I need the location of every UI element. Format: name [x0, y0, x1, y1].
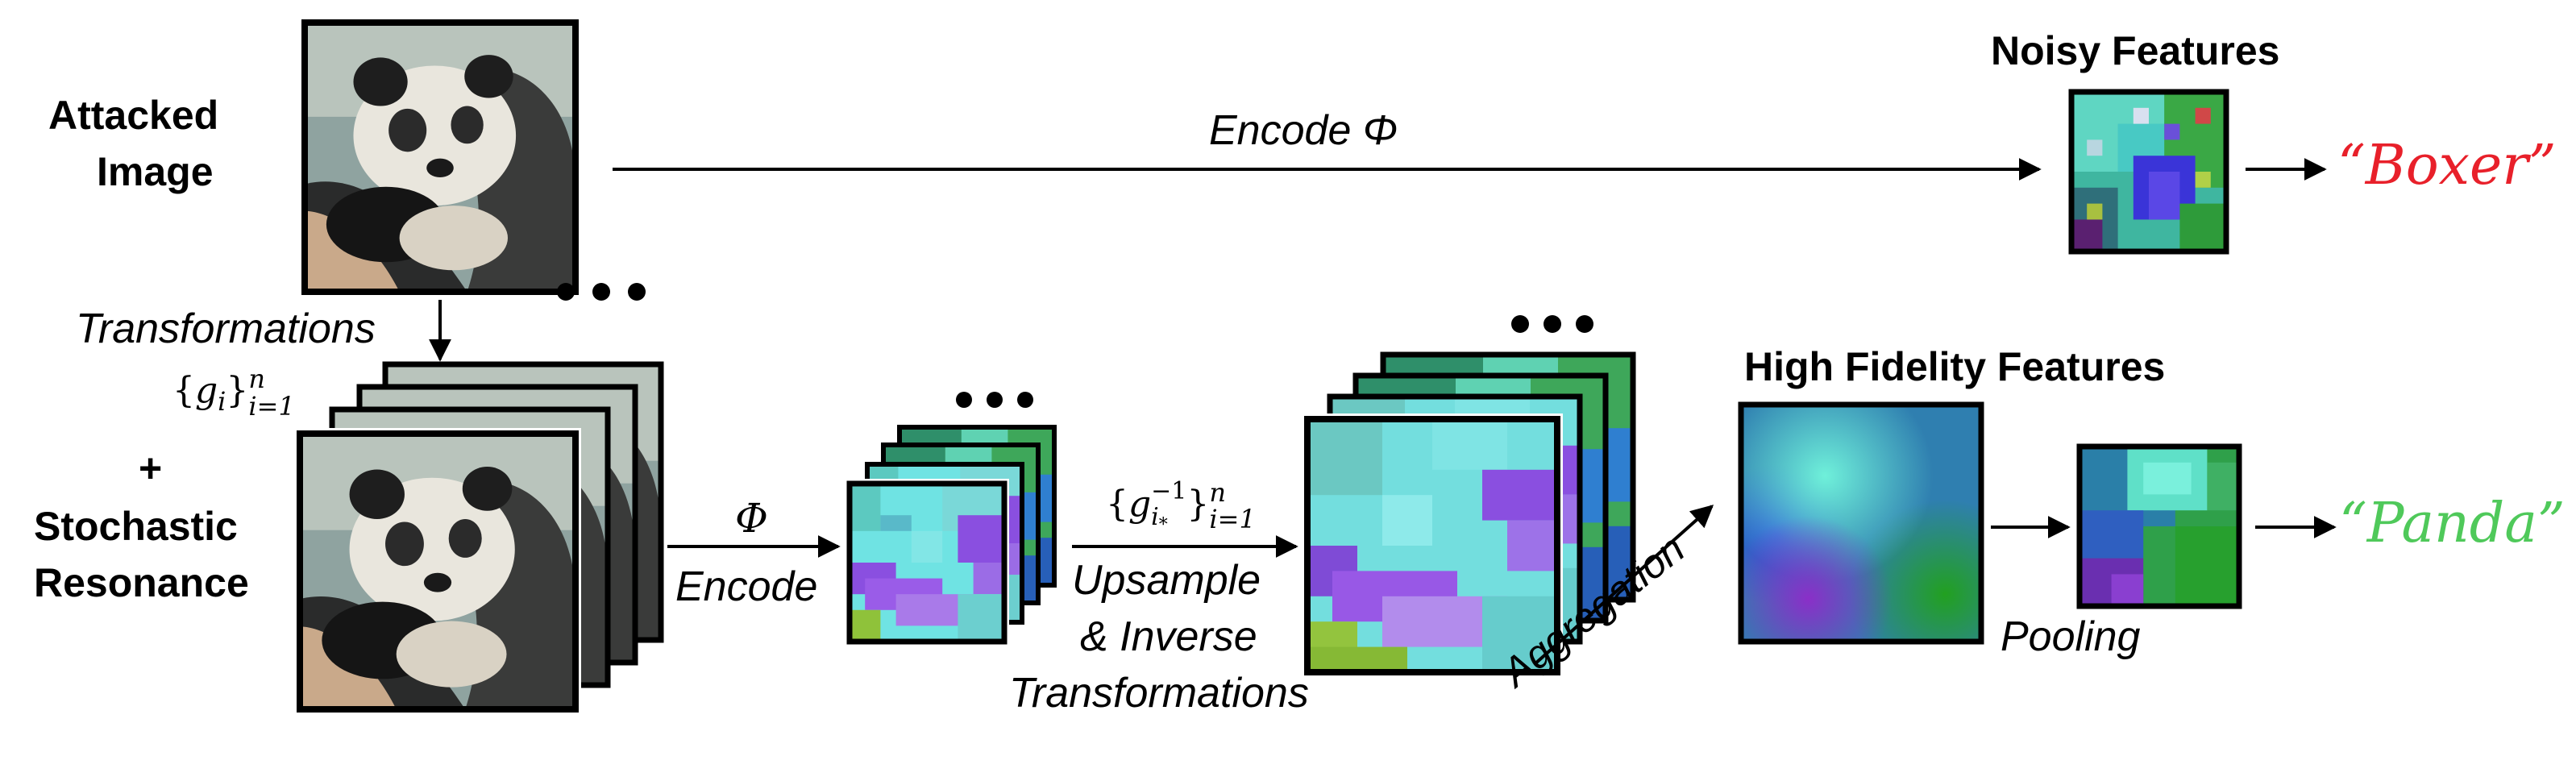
transformed-image-stack [300, 364, 661, 709]
high-fidelity-features-map [1741, 405, 1981, 642]
pooling-label: Pooling [2001, 616, 2140, 658]
ellipsis-upsampled [1511, 315, 1593, 333]
resonance-label: Resonance [34, 563, 249, 603]
inverse-label: & Inverse [1080, 616, 1257, 658]
encoded-feature-front [850, 484, 1004, 642]
encode-label: Encode [675, 566, 817, 608]
g-inv-star: * [1159, 515, 1168, 535]
transformations-label: Transformations [76, 308, 376, 350]
noisy-features-title: Noisy Features [1991, 31, 2279, 71]
phi-label: Φ [735, 498, 768, 538]
ellipsis-attacked [557, 283, 646, 301]
g-inv-sup: −1 [1151, 479, 1186, 505]
stack-image-front [300, 434, 575, 709]
attacked-label-line1: Attacked [48, 95, 218, 135]
upsample-label: Upsample [1072, 559, 1261, 601]
g-inv-close-brace: } [1186, 484, 1209, 525]
g-inv-sup-n: n [1209, 480, 1255, 507]
g-set-var: g [195, 370, 218, 411]
panda-label: “Panda” [2339, 497, 2566, 551]
g-inv-var: g [1128, 484, 1151, 525]
noisy-features-map [2071, 92, 2226, 251]
g-inv-range: i=1 [1209, 506, 1255, 534]
transformations-inverse-label: Transformations [1009, 672, 1309, 714]
g-inv-open-brace: { [1106, 484, 1128, 525]
g-set-sup: n [248, 366, 294, 393]
g-set-sub: i [218, 386, 226, 417]
g-inv-sub: i [1151, 503, 1159, 531]
encoded-feature-stack [850, 427, 1054, 642]
boxer-label: “Boxer” [2337, 139, 2557, 193]
g-set-range: i=1 [248, 393, 294, 421]
pooled-features-map [2079, 447, 2239, 606]
attacked-image [305, 23, 575, 292]
upsampled-feature-front [1307, 419, 1557, 672]
ellipsis-encoded [956, 392, 1033, 408]
encode-phi-top-label: Encode Φ [1209, 110, 1398, 152]
attacked-label-line2: Image [97, 152, 214, 192]
g-set-open-brace: { [172, 370, 195, 411]
g-set-close-brace: } [226, 370, 248, 411]
stochastic-label: Stochastic [34, 506, 238, 546]
high-fidelity-title: High Fidelity Features [1744, 347, 2165, 387]
plus-label: + [139, 448, 162, 488]
